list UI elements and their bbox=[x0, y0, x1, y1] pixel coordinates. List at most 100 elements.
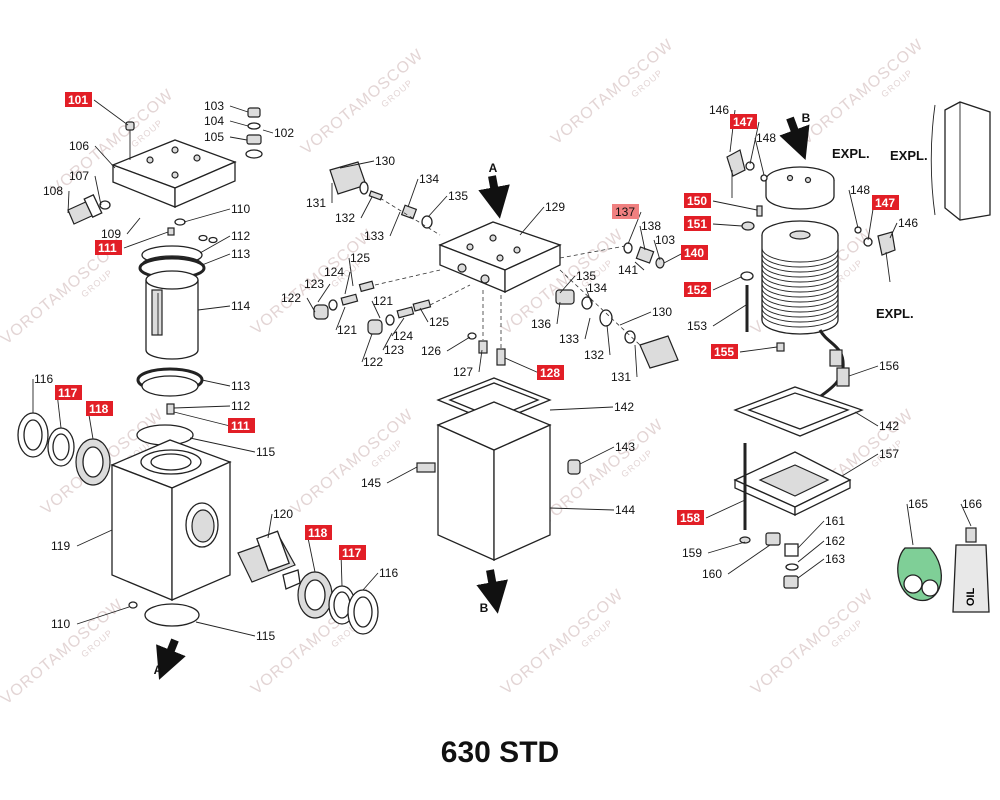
part-label-111[interactable]: 111 bbox=[228, 418, 255, 433]
part-label-120[interactable]: 120 bbox=[273, 507, 293, 521]
part-label-146[interactable]: 146 bbox=[898, 216, 918, 230]
part-label-106[interactable]: 106 bbox=[69, 139, 89, 153]
part-label-158[interactable]: 158 bbox=[677, 510, 704, 525]
part-label-140[interactable]: 140 bbox=[681, 245, 708, 260]
part-label-131[interactable]: 131 bbox=[611, 370, 631, 384]
part-number: 136 bbox=[531, 317, 551, 331]
motor-fin bbox=[761, 312, 839, 328]
leader-line-152 bbox=[712, 276, 742, 291]
part-label-115[interactable]: 115 bbox=[256, 629, 275, 643]
part-label-147[interactable]: 147 bbox=[872, 195, 899, 210]
part-label-148[interactable]: 148 bbox=[756, 131, 776, 145]
part-label-146[interactable]: 146 bbox=[709, 103, 729, 117]
part-label-126[interactable]: 126 bbox=[421, 344, 441, 358]
part-label-162[interactable]: 162 bbox=[825, 534, 845, 548]
part-label-125[interactable]: 125 bbox=[350, 251, 370, 265]
part-label-122[interactable]: 122 bbox=[281, 291, 301, 305]
part-number: 119 bbox=[51, 539, 70, 553]
part-label-141[interactable]: 141 bbox=[618, 263, 638, 277]
part-label-110[interactable]: 110 bbox=[51, 617, 70, 631]
part-label-124[interactable]: 124 bbox=[324, 265, 344, 279]
part-label-105[interactable]: 105 bbox=[204, 130, 224, 144]
part-label-161[interactable]: 161 bbox=[825, 514, 845, 528]
part-label-118[interactable]: 118 bbox=[305, 525, 332, 540]
part-label-123[interactable]: 123 bbox=[304, 277, 324, 291]
part-label-160[interactable]: 160 bbox=[702, 567, 722, 581]
part-label-163[interactable]: 163 bbox=[825, 552, 845, 566]
part-label-166[interactable]: 166 bbox=[962, 497, 982, 511]
part-label-138[interactable]: 138 bbox=[641, 219, 661, 233]
part-label-159[interactable]: 159 bbox=[682, 546, 702, 560]
part-label-124[interactable]: 124 bbox=[393, 329, 413, 343]
part-label-111[interactable]: 111 bbox=[95, 240, 122, 255]
part-label-165[interactable]: 165 bbox=[908, 497, 928, 511]
part-label-130[interactable]: 130 bbox=[652, 305, 672, 319]
part-label-107[interactable]: 107 bbox=[69, 169, 89, 183]
leader-line-114 bbox=[197, 305, 231, 311]
part-label-110[interactable]: 110 bbox=[231, 202, 250, 216]
part-label-114[interactable]: 114 bbox=[231, 299, 250, 313]
part-label-135[interactable]: 135 bbox=[448, 189, 468, 203]
part-label-148[interactable]: 148 bbox=[850, 183, 870, 197]
part-label-118[interactable]: 118 bbox=[86, 401, 113, 416]
part-label-144[interactable]: 144 bbox=[615, 503, 635, 517]
part-label-117[interactable]: 117 bbox=[55, 385, 82, 400]
part-label-137[interactable]: 137 bbox=[612, 204, 639, 219]
part-label-152[interactable]: 152 bbox=[684, 282, 711, 297]
leader-line-121 bbox=[335, 306, 346, 331]
part-label-113[interactable]: 113 bbox=[231, 379, 250, 393]
part-label-123[interactable]: 123 bbox=[384, 343, 404, 357]
part-number: 131 bbox=[611, 370, 631, 384]
part-label-143[interactable]: 143 bbox=[615, 440, 635, 454]
part-label-122[interactable]: 122 bbox=[363, 355, 383, 369]
part-label-150[interactable]: 150 bbox=[684, 193, 711, 208]
part-number: 107 bbox=[69, 169, 89, 183]
leader-line-160 bbox=[727, 544, 771, 575]
part-label-101[interactable]: 101 bbox=[65, 92, 92, 107]
part-label-142[interactable]: 142 bbox=[614, 400, 634, 414]
part-label-157[interactable]: 157 bbox=[879, 447, 899, 461]
part-label-134[interactable]: 134 bbox=[587, 281, 607, 295]
part-label-115[interactable]: 115 bbox=[256, 445, 275, 459]
leader-line-129 bbox=[519, 206, 545, 236]
part-label-153[interactable]: 153 bbox=[687, 319, 707, 333]
part-label-112[interactable]: 112 bbox=[231, 229, 250, 243]
part-label-151[interactable]: 151 bbox=[684, 216, 711, 231]
part-label-127[interactable]: 127 bbox=[453, 365, 473, 379]
right-assembly: OIL bbox=[726, 101, 991, 613]
part-label-147[interactable]: 147 bbox=[730, 114, 757, 129]
part-label-131[interactable]: 131 bbox=[306, 196, 326, 210]
part-label-125[interactable]: 125 bbox=[429, 315, 449, 329]
part-label-116[interactable]: 116 bbox=[379, 566, 398, 580]
part-label-highlight bbox=[711, 344, 738, 359]
part-label-136[interactable]: 136 bbox=[531, 317, 551, 331]
part-number: 134 bbox=[419, 172, 439, 186]
part-label-129[interactable]: 129 bbox=[545, 200, 565, 214]
part-label-113[interactable]: 113 bbox=[231, 247, 250, 261]
part-label-156[interactable]: 156 bbox=[879, 359, 899, 373]
part-label-103[interactable]: 103 bbox=[655, 233, 675, 247]
part-label-155[interactable]: 155 bbox=[711, 344, 738, 359]
part-label-104[interactable]: 104 bbox=[204, 114, 224, 128]
part-label-103[interactable]: 103 bbox=[204, 99, 224, 113]
part-label-133[interactable]: 133 bbox=[559, 332, 579, 346]
part-label-145[interactable]: 145 bbox=[361, 476, 381, 490]
part-label-142[interactable]: 142 bbox=[879, 419, 899, 433]
part-label-117[interactable]: 117 bbox=[339, 545, 366, 560]
part-label-116[interactable]: 116 bbox=[34, 372, 53, 386]
part-label-102[interactable]: 102 bbox=[274, 126, 294, 140]
part-label-109[interactable]: 109 bbox=[101, 227, 121, 241]
part-label-119[interactable]: 119 bbox=[51, 539, 70, 553]
part-label-135[interactable]: 135 bbox=[576, 269, 596, 283]
part-label-134[interactable]: 134 bbox=[419, 172, 439, 186]
part-label-132[interactable]: 132 bbox=[335, 211, 355, 225]
part-label-133[interactable]: 133 bbox=[364, 229, 384, 243]
part-label-108[interactable]: 108 bbox=[43, 184, 63, 198]
part-label-132[interactable]: 132 bbox=[584, 348, 604, 362]
part-label-121[interactable]: 121 bbox=[373, 294, 393, 308]
part-label-112[interactable]: 112 bbox=[231, 399, 250, 413]
part-label-128[interactable]: 128 bbox=[537, 365, 564, 380]
part-label-130[interactable]: 130 bbox=[375, 154, 395, 168]
part-label-121[interactable]: 121 bbox=[337, 323, 357, 337]
